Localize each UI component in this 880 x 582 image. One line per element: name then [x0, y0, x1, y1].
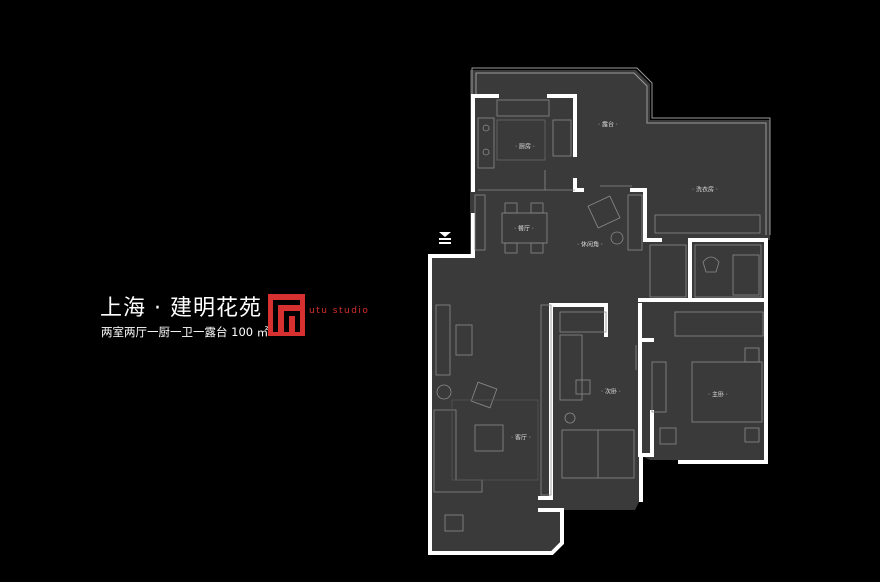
terrace-outline — [471, 67, 771, 235]
room-label-living: 客厅 — [511, 433, 531, 442]
studio-name: utu studio — [309, 306, 370, 316]
furniture — [433, 99, 764, 532]
room-label-second-bedroom: 次卧 — [601, 387, 621, 396]
project-title: 上海 · 建明花苑 — [100, 296, 262, 321]
project-subtitle: 两室两厅一厨一卫一露台 100 ㎡ — [101, 325, 269, 339]
room-label-dining: 餐厅 — [514, 224, 534, 233]
room-label-terrace: 露台 — [598, 120, 618, 129]
room-label-leisure: 休闲角 — [577, 240, 603, 249]
room-label-laundry: 洗衣房 — [692, 185, 718, 194]
entrance-arrow-icon — [439, 232, 451, 244]
room-label-kitchen: 厨房 — [515, 142, 535, 151]
room-label-master-bedroom: 主卧 — [708, 390, 728, 399]
studio-logo — [268, 294, 305, 336]
floor-area — [430, 70, 770, 552]
